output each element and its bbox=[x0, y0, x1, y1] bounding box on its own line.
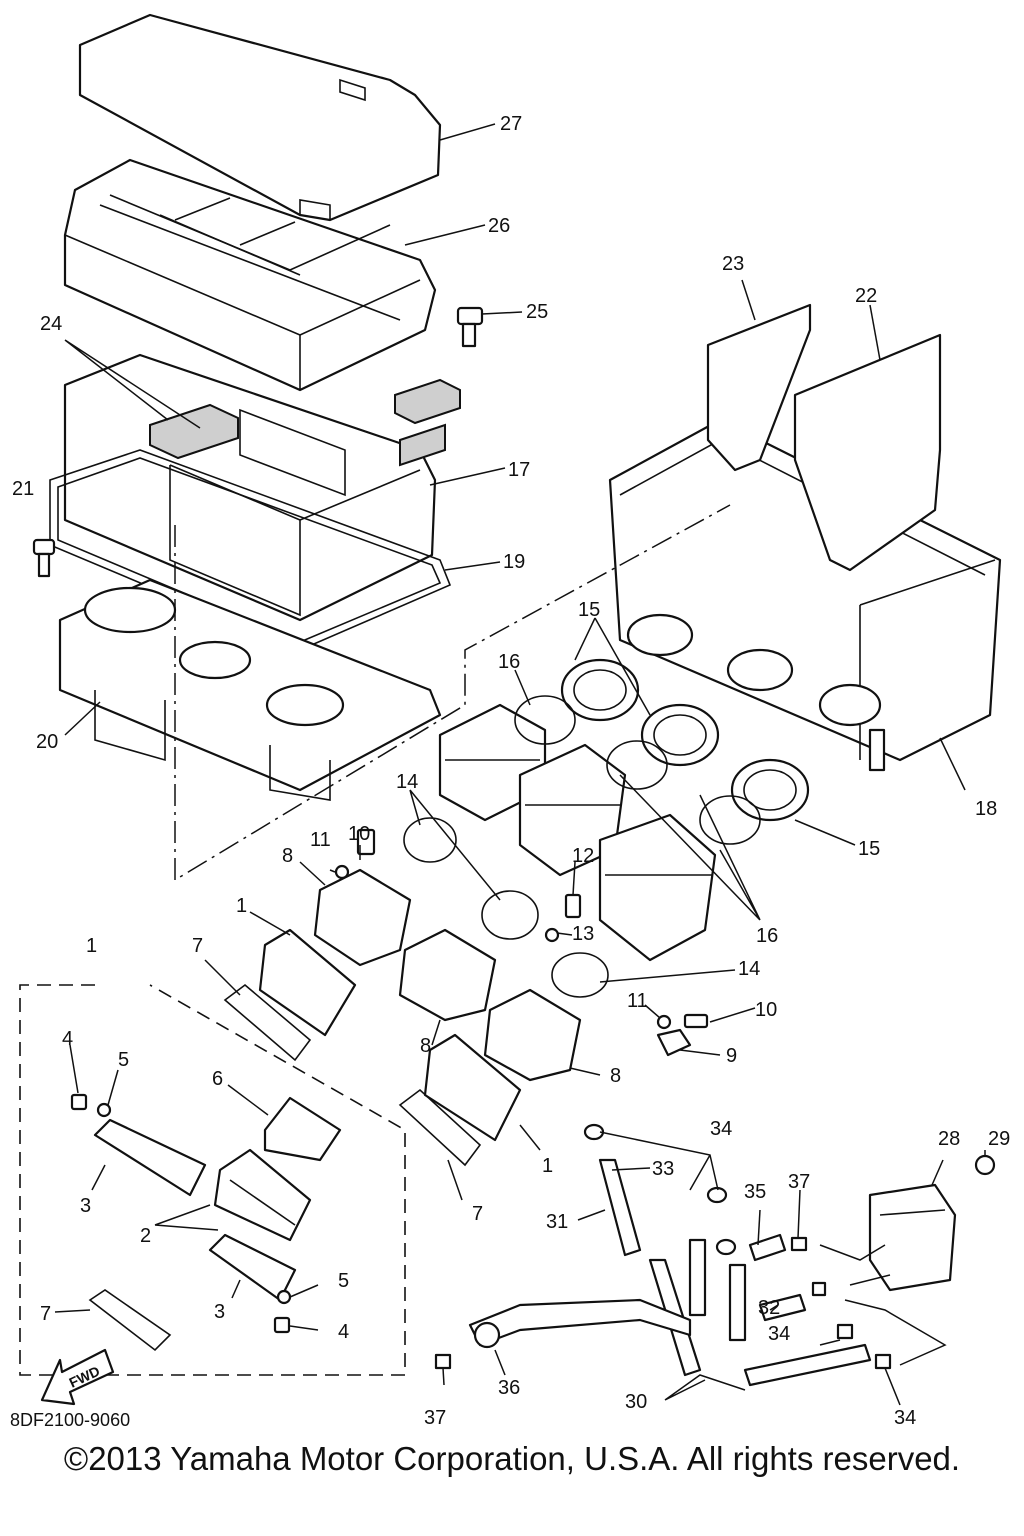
callout-number: 8 bbox=[420, 1035, 431, 1057]
callout-number: 37 bbox=[424, 1407, 446, 1429]
callout-number: 37 bbox=[788, 1171, 810, 1193]
intake-manifold-part bbox=[313, 868, 582, 1082]
callout-number: 5 bbox=[118, 1049, 129, 1071]
screw-part bbox=[70, 1093, 291, 1334]
callout-number: 10 bbox=[348, 823, 370, 845]
callout-number: 14 bbox=[738, 958, 760, 980]
callout-number: 16 bbox=[498, 651, 520, 673]
callout-number: 24 bbox=[40, 313, 62, 335]
callout-number: 23 bbox=[722, 253, 744, 275]
callout-number: 22 bbox=[855, 285, 877, 307]
callout-number: 34 bbox=[894, 1407, 916, 1429]
forward-arrow-icon: FWD bbox=[40, 1348, 115, 1406]
lower-air-box-part bbox=[63, 353, 437, 622]
bolt-part bbox=[456, 306, 484, 348]
rubber-joint-part bbox=[560, 658, 810, 822]
callout-number: 36 bbox=[498, 1377, 520, 1399]
callout-number: 31 bbox=[546, 1211, 568, 1233]
intake-box-cover-part bbox=[793, 333, 942, 572]
callout-number: 26 bbox=[488, 215, 510, 237]
fuel-hose-part bbox=[598, 1158, 872, 1387]
reed-stopper-part bbox=[263, 1096, 342, 1162]
callout-number: 29 bbox=[988, 1128, 1010, 1150]
leader-lines bbox=[54, 123, 986, 1406]
callout-number: 32 bbox=[758, 1297, 780, 1319]
callout-number: 17 bbox=[508, 459, 530, 481]
callout-number: 18 bbox=[975, 798, 997, 820]
callout-number: 1 bbox=[542, 1155, 553, 1177]
hose-clamp-part bbox=[403, 695, 761, 998]
callout-number: 3 bbox=[80, 1195, 91, 1217]
hose-clip-part bbox=[434, 1123, 892, 1370]
callout-number: 4 bbox=[62, 1028, 73, 1050]
callout-number: 2 bbox=[140, 1225, 151, 1247]
callout-number: 13 bbox=[572, 923, 594, 945]
callout-number: 8 bbox=[610, 1065, 621, 1087]
callout-number: 34 bbox=[768, 1323, 790, 1345]
callout-number: 33 bbox=[652, 1158, 674, 1180]
callout-number: 8 bbox=[282, 845, 293, 867]
callout-number: 35 bbox=[744, 1181, 766, 1203]
callout-number: 16 bbox=[756, 925, 778, 947]
callout-number: 27 bbox=[500, 113, 522, 135]
carburetor-part bbox=[598, 813, 717, 962]
reed-block-part bbox=[213, 1148, 312, 1242]
callout-number: 1 bbox=[236, 895, 247, 917]
callout-number: 15 bbox=[578, 599, 600, 621]
callout-number: 25 bbox=[526, 301, 548, 323]
callout-number: 21 bbox=[12, 478, 34, 500]
callout-number: 5 bbox=[338, 1270, 349, 1292]
bolt-part bbox=[32, 538, 56, 578]
callout-number: 7 bbox=[40, 1303, 51, 1325]
reed-gasket-part bbox=[88, 983, 482, 1352]
callout-number: 14 bbox=[396, 771, 418, 793]
callout-number: 11 bbox=[310, 829, 331, 851]
fuel-strainer-part bbox=[468, 1298, 692, 1349]
reed-plate-part bbox=[93, 1118, 297, 1302]
callout-number: 4 bbox=[338, 1321, 349, 1343]
diagram-code: 8DF2100-9060 bbox=[10, 1410, 131, 1430]
air-filter-element-part bbox=[63, 158, 437, 392]
callout-number: 19 bbox=[503, 551, 525, 573]
callout-number: 28 bbox=[938, 1128, 960, 1150]
air-box-base-plate-part bbox=[58, 578, 442, 801]
callout-number: 9 bbox=[726, 1045, 737, 1067]
copyright-notice: ©2013 Yamaha Motor Corporation, U.S.A. A… bbox=[63, 1440, 961, 1477]
callout-number: 7 bbox=[192, 935, 203, 957]
callout-number: 1 bbox=[86, 935, 97, 957]
callout-number: 6 bbox=[212, 1068, 223, 1090]
callout-number: 15 bbox=[858, 838, 880, 860]
foam-seal-part bbox=[149, 378, 461, 467]
callout-number: 3 bbox=[214, 1301, 225, 1323]
bolt-part bbox=[334, 828, 709, 1057]
callout-number: 30 bbox=[625, 1391, 647, 1413]
callout-number: 10 bbox=[755, 999, 777, 1021]
callout-number: 12 bbox=[572, 845, 594, 867]
callout-number: 34 bbox=[710, 1118, 732, 1140]
callout-number: 11 bbox=[627, 990, 648, 1012]
intake-box-cover-part bbox=[706, 303, 812, 472]
callout-number: 7 bbox=[472, 1203, 483, 1225]
callout-number: 20 bbox=[36, 731, 58, 753]
air-box-cover-part bbox=[78, 13, 442, 222]
fuel-pump-part bbox=[868, 1154, 996, 1292]
